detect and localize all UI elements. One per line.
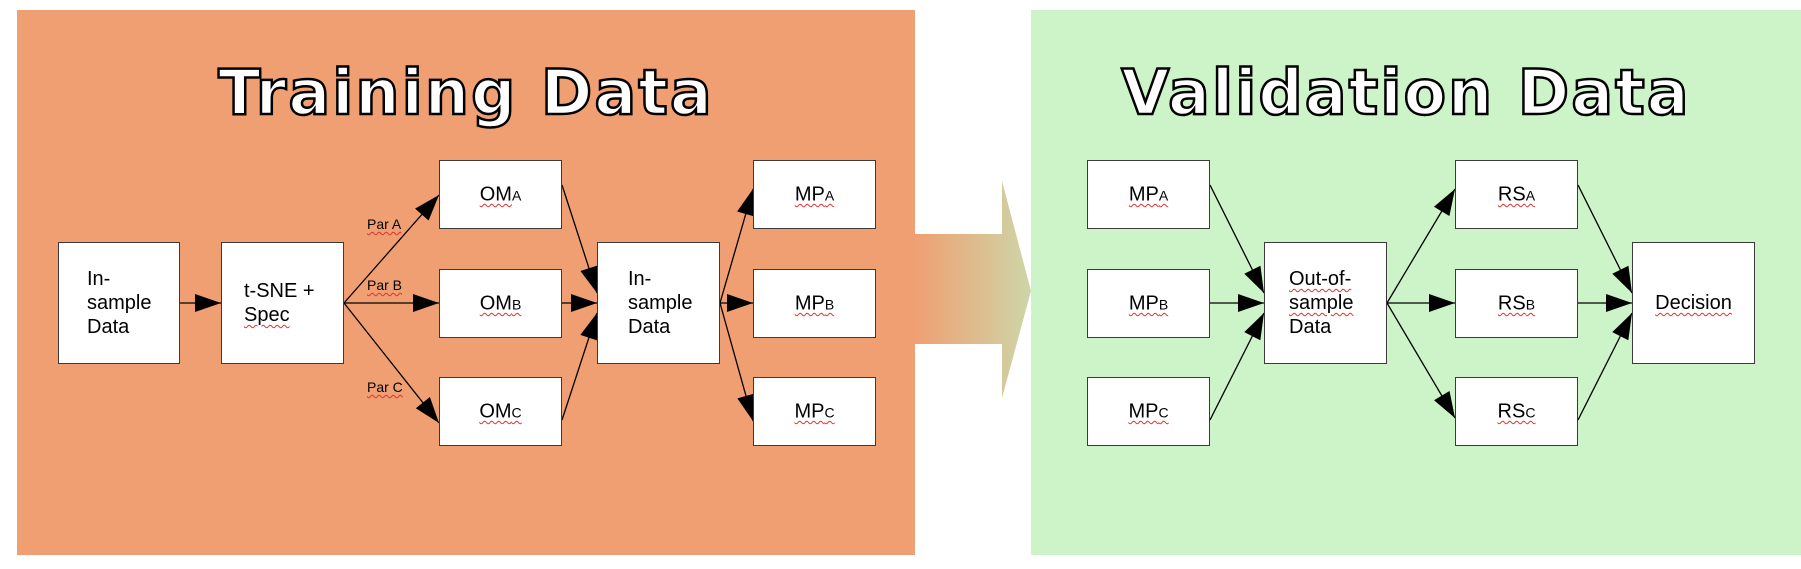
om-a-main: OM: [479, 183, 512, 205]
validation-mp-a-main: MP: [1128, 183, 1159, 205]
training-panel-title: Training Data: [217, 55, 714, 131]
om-b-box: OMB: [439, 269, 562, 338]
insample-data-line-3: Data: [87, 316, 130, 338]
validation-mp-b-box: MPB: [1087, 269, 1210, 338]
training-mp-c-box: MPC: [753, 377, 876, 446]
om-c-to-insample2-arrowhead: [580, 313, 598, 341]
insample2-line-1: In-: [628, 268, 652, 290]
oos-to-rs-a-arrowhead: [1433, 189, 1455, 216]
validation-mp-c-box: MPC: [1087, 377, 1210, 446]
validation-mp-c-main: MP: [1128, 400, 1159, 422]
insample-data-box: In- sample Data: [58, 242, 180, 364]
om-c-box: OMC: [439, 377, 562, 446]
training-mp-b-sub: B: [824, 296, 835, 312]
rs-a-sub: A: [1525, 187, 1536, 203]
training-mp-c-main: MP: [794, 400, 825, 422]
insample2-to-mp-b-arrowhead: [727, 294, 753, 312]
insample-data-box-2: In- sample Data: [597, 242, 720, 364]
om-a-to-insample2-arrowhead: [580, 265, 598, 293]
validation-mp-a-box: MPA: [1087, 160, 1210, 229]
om-a-sub: A: [511, 187, 522, 203]
training-mp-a-sub: A: [824, 187, 835, 203]
oos-to-rs-b-arrowhead: [1429, 294, 1455, 312]
par-b-label: Par B: [367, 277, 403, 293]
tsne-spec-box: t-SNE + Spec: [221, 242, 344, 364]
rs-b-main: RS: [1497, 292, 1526, 314]
out-of-sample-data-box: Out-of- sample Data: [1264, 242, 1387, 364]
validation-mp-a-sub: A: [1158, 187, 1169, 203]
par-c-label: Par C: [367, 379, 403, 395]
validation-mp-b-sub: B: [1158, 296, 1169, 312]
training-mp-a-main: MP: [794, 183, 825, 205]
rs-b-sub: B: [1525, 296, 1536, 312]
rs-c-main: RS: [1497, 400, 1526, 422]
par-a-label: Par A: [367, 216, 402, 232]
om-a-box: OMA: [439, 160, 562, 229]
training-mp-c-sub: C: [824, 404, 835, 420]
insample2-to-mp-c-arrowhead: [737, 393, 755, 421]
tsne-to-om-a-arrowhead: [415, 195, 439, 221]
insample2-line-2: sample: [628, 292, 693, 314]
om-c-sub: C: [511, 404, 522, 420]
om-b-to-insample2-arrowhead: [571, 294, 597, 312]
rs-c-to-decision-arrowhead: [1612, 313, 1632, 341]
transition-arrow: [914, 181, 1031, 398]
tsne-label-line-2: Spec: [244, 304, 290, 326]
rs-a-to-decision-arrowhead: [1612, 265, 1632, 293]
insample-data-line-2: sample: [87, 292, 152, 314]
om-b-sub: B: [511, 296, 522, 312]
val-mp-b-to-oos-arrowhead: [1238, 294, 1264, 312]
rs-c-sub: C: [1525, 404, 1536, 420]
tsne-to-om-c-arrowhead: [415, 397, 439, 423]
val-mp-a-to-oos-arrowhead: [1244, 265, 1264, 293]
rs-a-main: RS: [1497, 183, 1526, 205]
oos-to-rs-c-arrowhead: [1434, 391, 1455, 418]
validation-mp-c-sub: C: [1158, 404, 1169, 420]
out-of-sample-line-2: sample: [1289, 292, 1354, 314]
training-mp-b-main: MP: [794, 292, 825, 314]
decision-box: Decision: [1632, 242, 1755, 364]
validation-mp-b-main: MP: [1128, 292, 1159, 314]
rs-b-to-decision-arrowhead: [1606, 294, 1632, 312]
training-mp-b-box: MPB: [753, 269, 876, 338]
rs-c-box: RSC: [1455, 377, 1578, 446]
tsne-label-line-1: t-SNE +: [244, 280, 315, 302]
out-of-sample-line-3: Data: [1289, 316, 1332, 338]
validation-panel-title: Validation Data: [1120, 55, 1691, 131]
insample2-line-3: Data: [628, 316, 671, 338]
out-of-sample-line-1: Out-of-: [1289, 268, 1352, 290]
insample2-to-mp-a-arrowhead: [737, 189, 755, 217]
insample-data-line-1: In-: [87, 268, 111, 290]
tsne-to-om-b-arrowhead: [413, 294, 439, 312]
om-b-main: OM: [479, 292, 512, 314]
om-c-main: OM: [479, 400, 512, 422]
rs-b-box: RSB: [1455, 269, 1578, 338]
decision-label: Decision: [1655, 292, 1732, 314]
rs-a-box: RSA: [1455, 160, 1578, 229]
val-mp-c-to-oos-arrowhead: [1244, 313, 1264, 341]
insample-to-tsne-arrowhead: [195, 294, 221, 312]
training-mp-a-box: MPA: [753, 160, 876, 229]
